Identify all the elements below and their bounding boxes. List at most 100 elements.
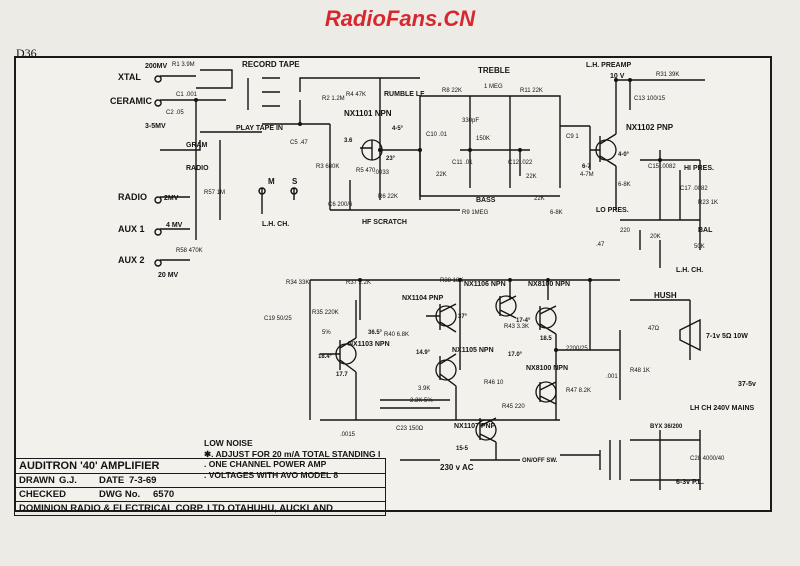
transistor-q8-label: NX8100 NPN [528, 281, 570, 288]
component-r23: R23 1K [698, 200, 718, 206]
transistor-q7-label: NX1107 PNP [454, 423, 496, 430]
component-r11: R11 22K [520, 88, 543, 94]
component-r46: R46 10 [484, 380, 504, 386]
rectifier-label: BYX 36/200 [650, 424, 683, 430]
left-channel-label: L.H. CH. [262, 221, 289, 228]
voltage-v10: 17-4° [516, 318, 531, 324]
component-r10: 1 MEG [484, 84, 503, 90]
component-c22: .0015 [340, 432, 356, 438]
component-c17: C17 .0082 [680, 186, 708, 192]
component-c12: C12 .022 [508, 160, 533, 166]
component-r49: 47Ω [648, 326, 660, 332]
component-r18: 6-8K [618, 182, 631, 188]
treble-control-label: TREBLE [478, 66, 511, 75]
component-r5: R5 470 [356, 168, 376, 174]
transistor-q3-label: NX1103 NPN [348, 341, 390, 348]
transistor-q9-label: NX8100 NPN [526, 365, 568, 372]
input-aux1-label: AUX 1 [118, 224, 145, 234]
radiofans-watermark: RadioFans.CN [324, 6, 476, 31]
mono-switch-label: M [268, 177, 275, 186]
input-aux2-label: AUX 2 [118, 255, 145, 265]
component-c1: C1 .001 [176, 92, 198, 98]
date-label: DATE [99, 475, 125, 486]
notes-line1: ✱. ADJUST FOR 20 m/A TOTAL STANDING I [204, 448, 381, 459]
date-value: 7-3-69 [129, 475, 157, 486]
junction-dots [194, 78, 662, 352]
voltage-v14: 37° [458, 314, 468, 320]
component-r36: 5% [322, 330, 331, 336]
hf-scratch-label: HF SCRATCH [362, 219, 407, 226]
component-c31: .001 [606, 374, 618, 380]
pilot-lamp-label: 6-3v P.L. [676, 479, 704, 486]
design-notes: LOW NOISE ✱. ADJUST FOR 20 m/A TOTAL STA… [204, 438, 380, 480]
title-block-drawn-row: DRAWN G.J. DATE 7-3-69 [14, 474, 386, 488]
supply-voltage-label: 37-5v [738, 381, 756, 388]
transistor-q4-label: NX1104 PNP [402, 295, 444, 302]
voltage-v11: 18.5 [540, 336, 552, 342]
notes-line3: . VOLTAGES WITH AVO MODEL 8 [204, 469, 339, 480]
input-ceramic-level: 3-5MV [145, 123, 166, 130]
voltage-v1: 3.6 [344, 138, 353, 144]
component-r57: R57 1M [204, 190, 225, 196]
transistor-q5-label: NX1105 NPN [452, 347, 494, 354]
voltage-v2: 4-5° [392, 126, 404, 132]
component-c11: C11 .01 [452, 160, 473, 166]
component-r20: 220 [620, 228, 631, 234]
title-block-checked-row: CHECKED DWG No. 6570 [14, 488, 386, 502]
component-r14: 22K [526, 174, 537, 180]
voltage-v4: 6-7 [582, 164, 591, 170]
transistor-circles [335, 139, 617, 441]
component-r38: R38 18K [440, 278, 463, 284]
component-r42: 2.2K 5% [410, 398, 433, 404]
component-c10: C10 .01 [426, 132, 448, 138]
ac-230v-label: 230 v AC [440, 463, 474, 472]
component-r21: 20K [650, 234, 661, 240]
schematic-sheet [14, 56, 772, 512]
schematic-wiring [154, 69, 705, 490]
component-r16: 6-8K [550, 210, 563, 216]
component-c19: C19 50/25 [264, 316, 292, 322]
voltage-v9: 14.9° [416, 350, 431, 356]
lo-pres-label: LO PRES. [596, 207, 629, 214]
transistor-q6-label: NX1106 NPN [464, 281, 506, 288]
dwg-value: 6570 [153, 489, 175, 500]
component-r45: R45 220 [502, 404, 525, 410]
voltage-v7: 18.4° [318, 354, 333, 360]
balance-label: BAL [698, 227, 713, 234]
lh-preamp-label: L.H. PREAMP [586, 62, 631, 69]
component-r8: R8 22K [442, 88, 462, 94]
component-r12: 150K [476, 136, 490, 142]
voltage-v5: 4-0° [618, 152, 630, 158]
transistor-q1-label: NX1101 NPN [344, 109, 392, 118]
component-r47: R47 8.2K [566, 388, 591, 394]
component-r2: R2 1.2M [322, 96, 345, 102]
component-r15: 22K [534, 196, 545, 202]
input-xtal-level: 200MV [145, 63, 168, 70]
onoff-switch-label: ON/OFF SW. [522, 458, 558, 464]
component-c13: C13 100/15 [634, 96, 666, 102]
component-c15: C15 .0082 [648, 164, 676, 170]
component-c24: 2200/25 [566, 346, 588, 352]
component-c8: 330pF [462, 118, 479, 124]
hi-pres-label: HI PRES. [684, 165, 714, 172]
input-aux1-level: 4 MV [166, 222, 183, 229]
speaker-label: 7-1v 5Ω 10W [706, 333, 748, 340]
play-tape-label: PLAY TAPE IN [236, 125, 283, 132]
component-c28: C28 4000/40 [690, 456, 725, 462]
notes-heading: LOW NOISE [204, 438, 253, 448]
component-r40: R40 6.8K [384, 332, 409, 338]
component-r25: 50K [694, 244, 705, 250]
component-r43: R43 3.3K [504, 324, 529, 330]
input-aux2-level: 20 MV [158, 272, 179, 279]
component-c9: C9 1 [566, 134, 579, 140]
component-c7: .0033 [374, 170, 390, 176]
component-r37: R37 2.2K [346, 280, 371, 286]
voltage-v8: 17.7 [336, 372, 348, 378]
component-c5: C5 .47 [290, 140, 308, 146]
component-c23: C23 150Ω [396, 426, 424, 432]
preamp-voltage-label: 10 V [610, 73, 625, 80]
component-r41: 3.9K [418, 386, 430, 392]
record-tape-label: RECORD TAPE [242, 60, 300, 69]
rumble-filter-label: RUMBLE LF [384, 91, 425, 98]
